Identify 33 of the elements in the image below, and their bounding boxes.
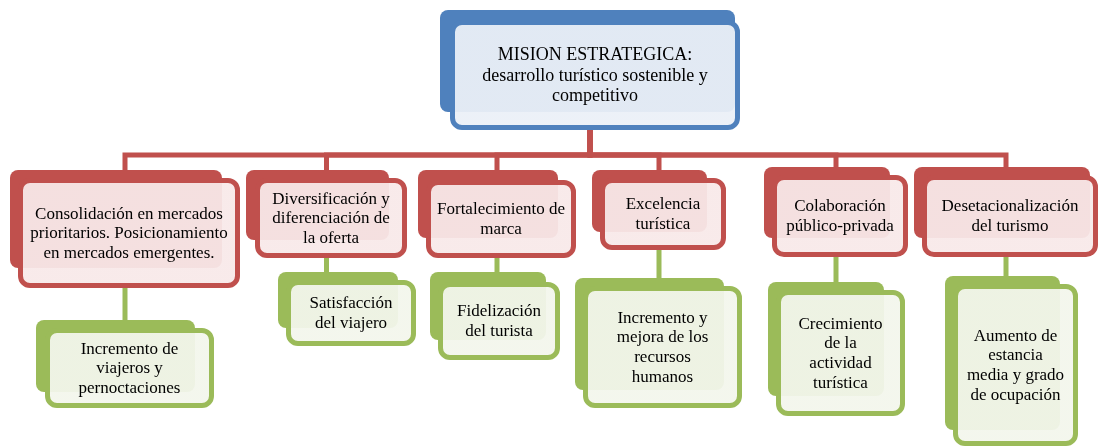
stacked-box	[945, 276, 1078, 446]
box-text: MISION ESTRATEGICA: desarrollo turístico sostenible y competitivo	[481, 43, 709, 107]
connector-line	[833, 257, 839, 282]
box-text: Fortalecimiento de marca	[436, 199, 566, 239]
connector-line	[122, 288, 128, 320]
stacked-box	[430, 272, 560, 360]
box-text: Incremento y mejora de los recursos humanos	[615, 307, 710, 387]
stacked-box	[592, 170, 726, 250]
connector-line	[494, 258, 500, 272]
connector-line	[1003, 257, 1009, 276]
stacked-box	[764, 167, 908, 257]
stacked-box	[10, 170, 240, 288]
box-text: Aumento de estancia media y grado de ocupación	[965, 325, 1066, 405]
box-text: Incremento de viajeros y pernoctaciones	[77, 338, 182, 398]
stacked-box	[278, 272, 416, 346]
stacked-box	[246, 170, 407, 258]
box-text: Excelencia turística	[624, 194, 702, 234]
stacked-box	[440, 10, 740, 130]
stacked-box	[768, 282, 905, 416]
connector-line	[656, 250, 662, 278]
box-text: Satisfacción del viajero	[308, 293, 394, 333]
stacked-box	[418, 170, 576, 258]
box-text: Consolidación en mercados prioritarios. Posicionamiento en mercados emergentes.	[29, 203, 229, 263]
box-text: Crecimiento de la actividad turística	[797, 313, 884, 393]
connector-line	[587, 130, 1009, 167]
box-text: Fidelización del turista	[456, 301, 542, 341]
stacked-box	[914, 167, 1098, 257]
box-text: Colaboración público-privada	[786, 196, 894, 236]
connector-line	[324, 258, 329, 272]
stacked-box	[575, 278, 742, 408]
stacked-box	[36, 320, 214, 408]
box-text: Desetacionalización del turismo	[940, 196, 1080, 236]
box-text: Diversificación y diferenciación de la oferta	[271, 188, 391, 248]
